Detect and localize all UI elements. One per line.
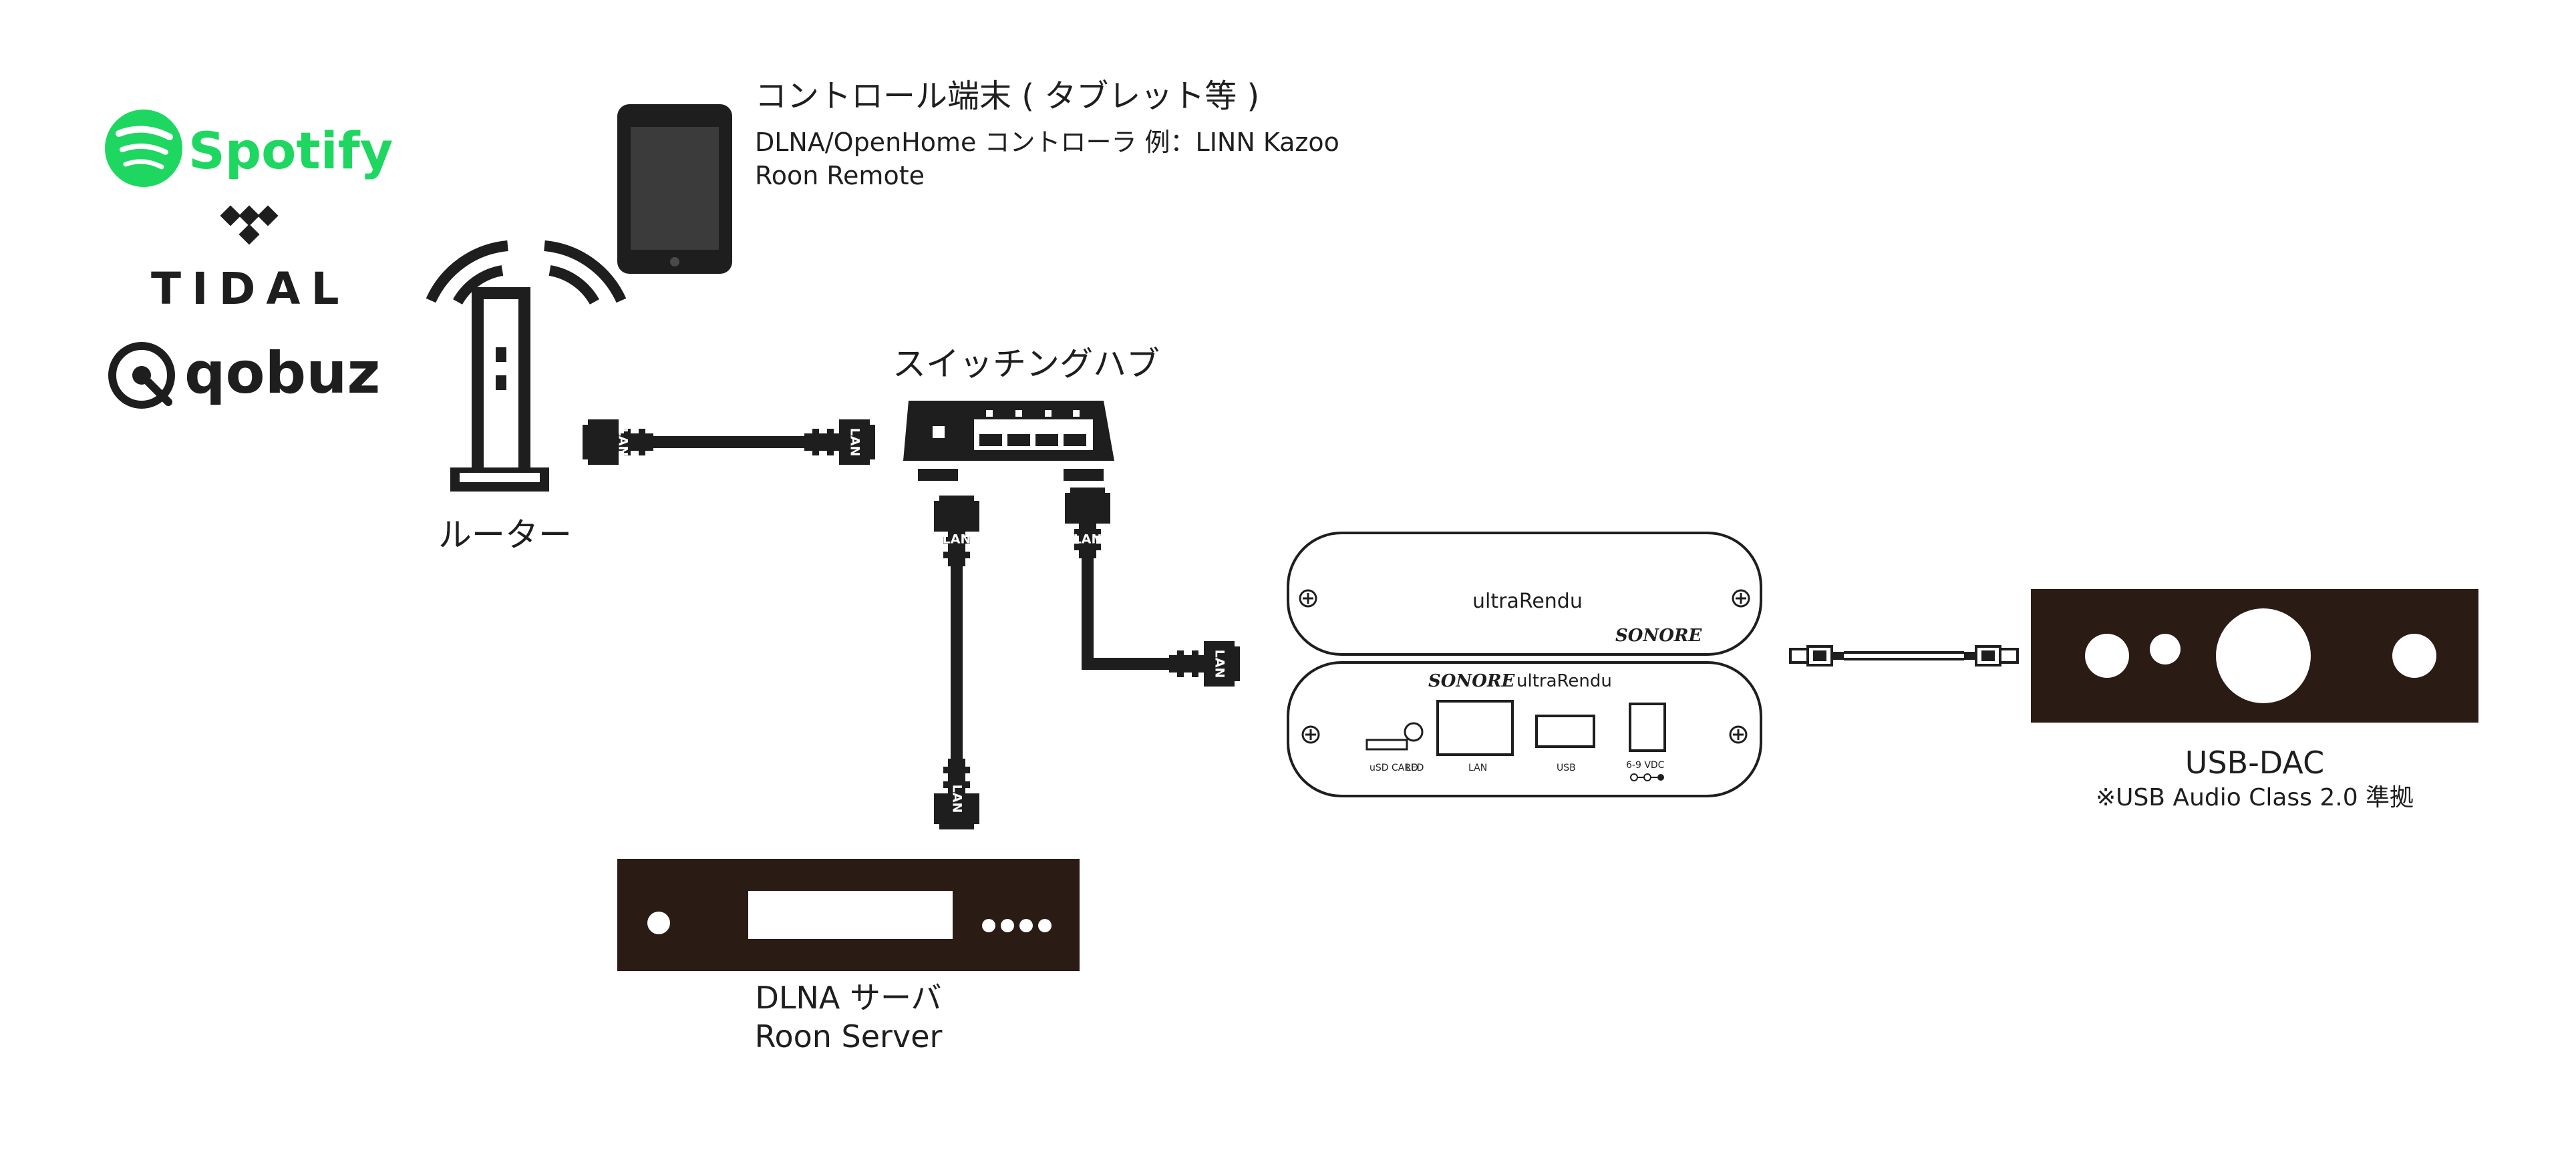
lan-cable-switch-server bbox=[934, 496, 979, 829]
switch-label: スイッチングハブ bbox=[893, 345, 1160, 383]
renderer-front-panel: SONORE ultraRendu uSD CARD LED LAN USB 6… bbox=[1287, 661, 1762, 797]
lan-tag: LAN bbox=[848, 428, 862, 457]
port-label-power: 6-9 VDC bbox=[1626, 760, 1665, 771]
qobuz-icon bbox=[108, 342, 175, 409]
port-label-lan: LAN bbox=[1468, 763, 1487, 773]
tidal-icon bbox=[220, 205, 279, 245]
screw-icon bbox=[1729, 725, 1748, 744]
server-display bbox=[748, 891, 953, 939]
lan-cable-switch-renderer bbox=[1065, 488, 1240, 687]
port-label-usd: uSD CARD bbox=[1370, 763, 1418, 773]
renderer-top-panel: ultraRendu SONORE bbox=[1287, 532, 1762, 656]
volume-knob bbox=[2216, 608, 2311, 703]
controller-line2: Roon Remote bbox=[755, 161, 925, 190]
switching-hub bbox=[903, 401, 1114, 481]
port-label-led: LED bbox=[1406, 763, 1424, 773]
port-label-usb: USB bbox=[1557, 763, 1576, 773]
brand-name: SONORE bbox=[1428, 671, 1515, 691]
lan-tag: LAN bbox=[616, 428, 631, 457]
power-port bbox=[1629, 703, 1666, 752]
dc-polarity-icon bbox=[1630, 773, 1664, 781]
spotify-logo bbox=[105, 110, 182, 187]
dac-label: USB-DAC bbox=[2185, 745, 2325, 781]
usb-cable bbox=[1789, 645, 2019, 666]
usd-card-slot bbox=[1365, 739, 1408, 751]
tidal-wordmark: TIDAL bbox=[151, 263, 350, 315]
screw-icon bbox=[1301, 725, 1320, 744]
model-name: ultraRendu bbox=[1516, 671, 1612, 691]
tablet-device bbox=[617, 104, 732, 274]
usb-port bbox=[1535, 715, 1595, 748]
lan-tag: LAN bbox=[1213, 650, 1227, 679]
usb-dac-device bbox=[2031, 589, 2478, 723]
model-name: ultraRendu bbox=[1472, 590, 1583, 613]
lan-tag: LAN bbox=[943, 532, 971, 547]
home-button-icon bbox=[670, 257, 679, 266]
qobuz-wordmark: qobuz bbox=[184, 340, 381, 407]
wifi-wave-icon bbox=[426, 240, 508, 303]
dac-note: ※USB Audio Class 2.0 準拠 bbox=[2095, 784, 2414, 811]
spotify-wordmark: Spotify bbox=[188, 121, 393, 180]
led-indicator bbox=[1404, 722, 1424, 742]
lan-tag: LAN bbox=[950, 785, 965, 813]
router-device bbox=[426, 240, 627, 492]
lan-tag: LAN bbox=[1074, 532, 1102, 547]
router-label: ルーター bbox=[438, 516, 572, 554]
server-device bbox=[617, 859, 1080, 971]
lan-cable-router-switch bbox=[583, 419, 875, 465]
server-label-line2: Roon Server bbox=[754, 1018, 943, 1055]
controller-title: コントロール端末 ( タブレット等 ) bbox=[755, 77, 1260, 115]
screw-icon bbox=[1732, 589, 1750, 608]
screw-icon bbox=[1299, 589, 1317, 608]
brand-name: SONORE bbox=[1615, 626, 1702, 646]
controller-line1: DLNA/OpenHome コントローラ 例：LINN Kazoo bbox=[755, 128, 1339, 157]
lan-port bbox=[1436, 700, 1514, 756]
server-label-line1: DLNA サーバ bbox=[755, 980, 942, 1016]
